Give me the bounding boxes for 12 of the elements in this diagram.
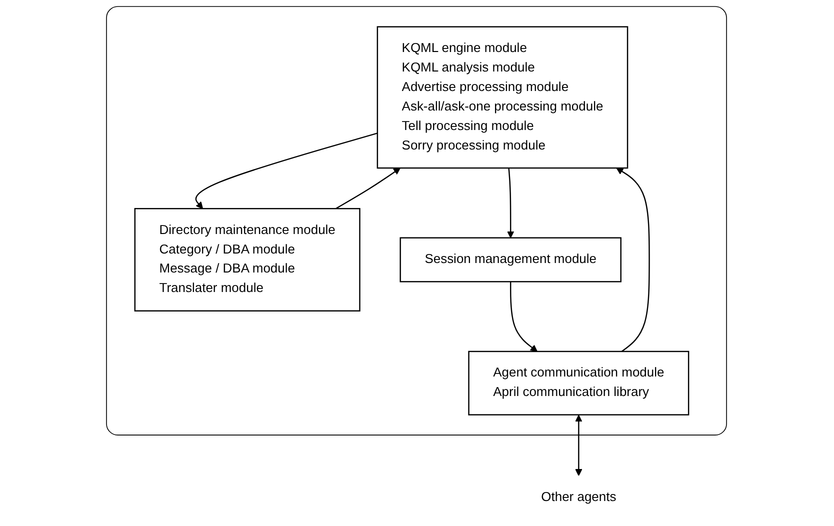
node-box: KQML engine module KQML analysis module Advertise processing module Ask-all/ask-one processing module Tell processing module Sorry processing module [377,26,629,169]
node-box: Agent communication module April communication library [468,350,690,416]
arrow [616,168,650,352]
arrow [508,168,515,238]
arrow [336,168,402,210]
arrow [510,282,538,352]
arrow [196,132,378,209]
node-text: Other agents [542,490,617,504]
cluster [106,6,728,436]
arrow [576,414,583,476]
node-box: Session management module [400,237,622,282]
node-box: Directory maintenance module Category / DBA module Message / DBA module Translater module [134,208,361,312]
